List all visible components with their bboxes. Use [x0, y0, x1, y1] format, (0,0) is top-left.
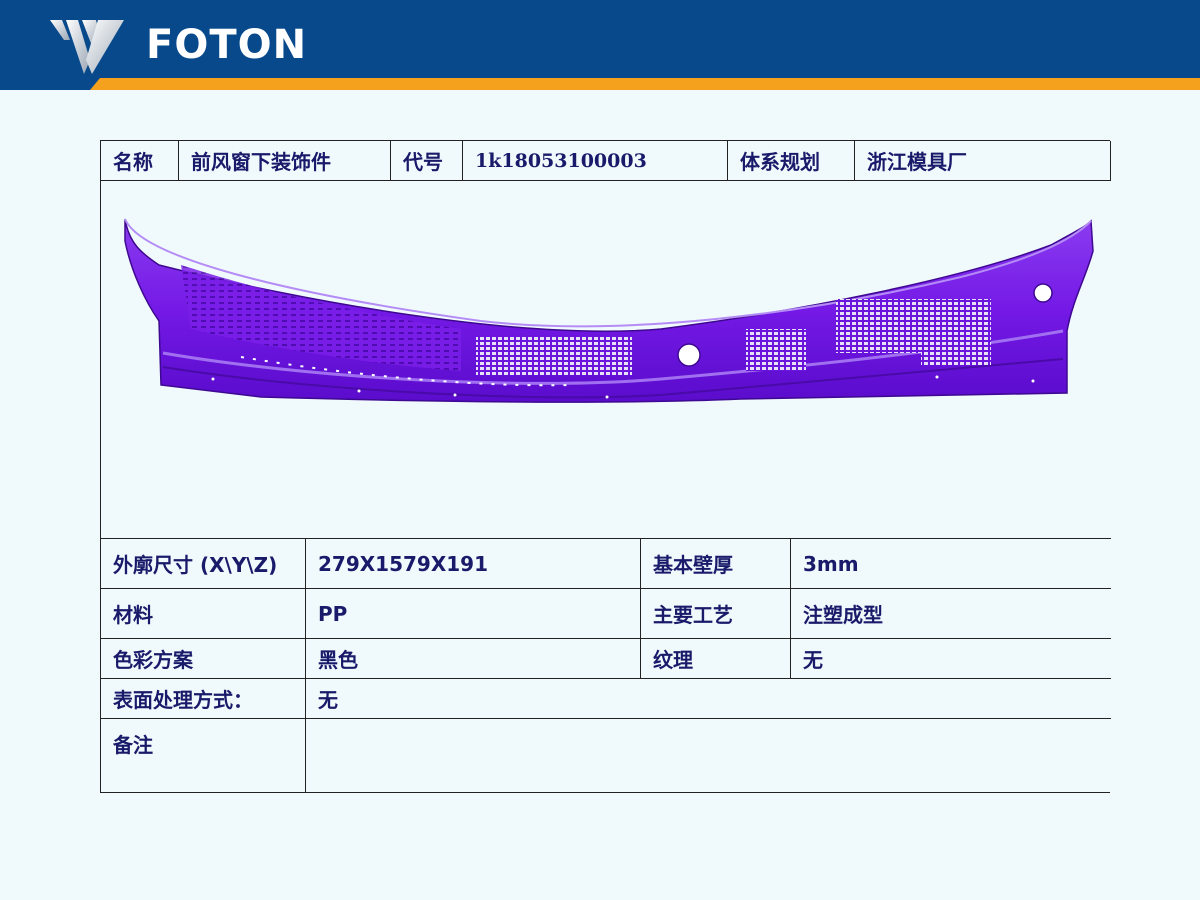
process-value: 注塑成型: [803, 603, 883, 627]
foton-logo-icon: [50, 20, 124, 74]
surface-label: 表面处理方式：: [101, 679, 306, 718]
system-value: 浙江模具厂: [855, 141, 1111, 180]
header-bar: FOTON: [0, 0, 1200, 90]
surface-value: 无: [318, 688, 338, 712]
spec-row-surface: 表面处理方式： 无: [101, 679, 1111, 719]
spec-row-material: 材料 PP 主要工艺 注塑成型: [101, 589, 1111, 639]
spec-row-remarks: 备注: [101, 719, 1111, 792]
thickness-value: 3mm: [803, 551, 859, 576]
part-spec-sheet: 名称 前风窗下装饰件 代号 1k18053100003 体系规划 浙江模具厂: [100, 140, 1111, 793]
material-value: PP: [306, 589, 641, 638]
name-value: 前风窗下装饰件: [179, 141, 391, 180]
texture-value: 无: [803, 648, 823, 672]
code-label: 代号: [391, 141, 463, 180]
thickness-label: 基本壁厚: [641, 539, 791, 588]
color-value: 黑色: [306, 639, 641, 678]
spec-row-color: 色彩方案 黑色 纹理 无: [101, 639, 1111, 679]
color-label: 色彩方案: [101, 639, 306, 678]
code-value: 1k18053100003: [463, 141, 728, 180]
dims-label: 外廓尺寸 (X\Y\Z): [101, 539, 306, 588]
brand-name: FOTON: [146, 22, 308, 68]
process-label: 主要工艺: [641, 589, 791, 638]
part-image-area: [101, 181, 1111, 539]
texture-label: 纹理: [641, 639, 791, 678]
remarks-value: [306, 719, 1111, 792]
system-label: 体系规划: [728, 141, 855, 180]
info-row: 名称 前风窗下装饰件 代号 1k18053100003 体系规划 浙江模具厂: [101, 141, 1111, 181]
material-label: 材料: [101, 589, 306, 638]
remarks-label: 备注: [101, 719, 306, 792]
windshield-cowl-panel-image: [124, 218, 1094, 403]
dims-value: 279X1579X191: [306, 539, 641, 588]
accent-stripe: [0, 78, 1200, 90]
name-label: 名称: [101, 141, 179, 180]
spec-row-dimensions: 外廓尺寸 (X\Y\Z) 279X1579X191 基本壁厚 3mm: [101, 539, 1111, 589]
